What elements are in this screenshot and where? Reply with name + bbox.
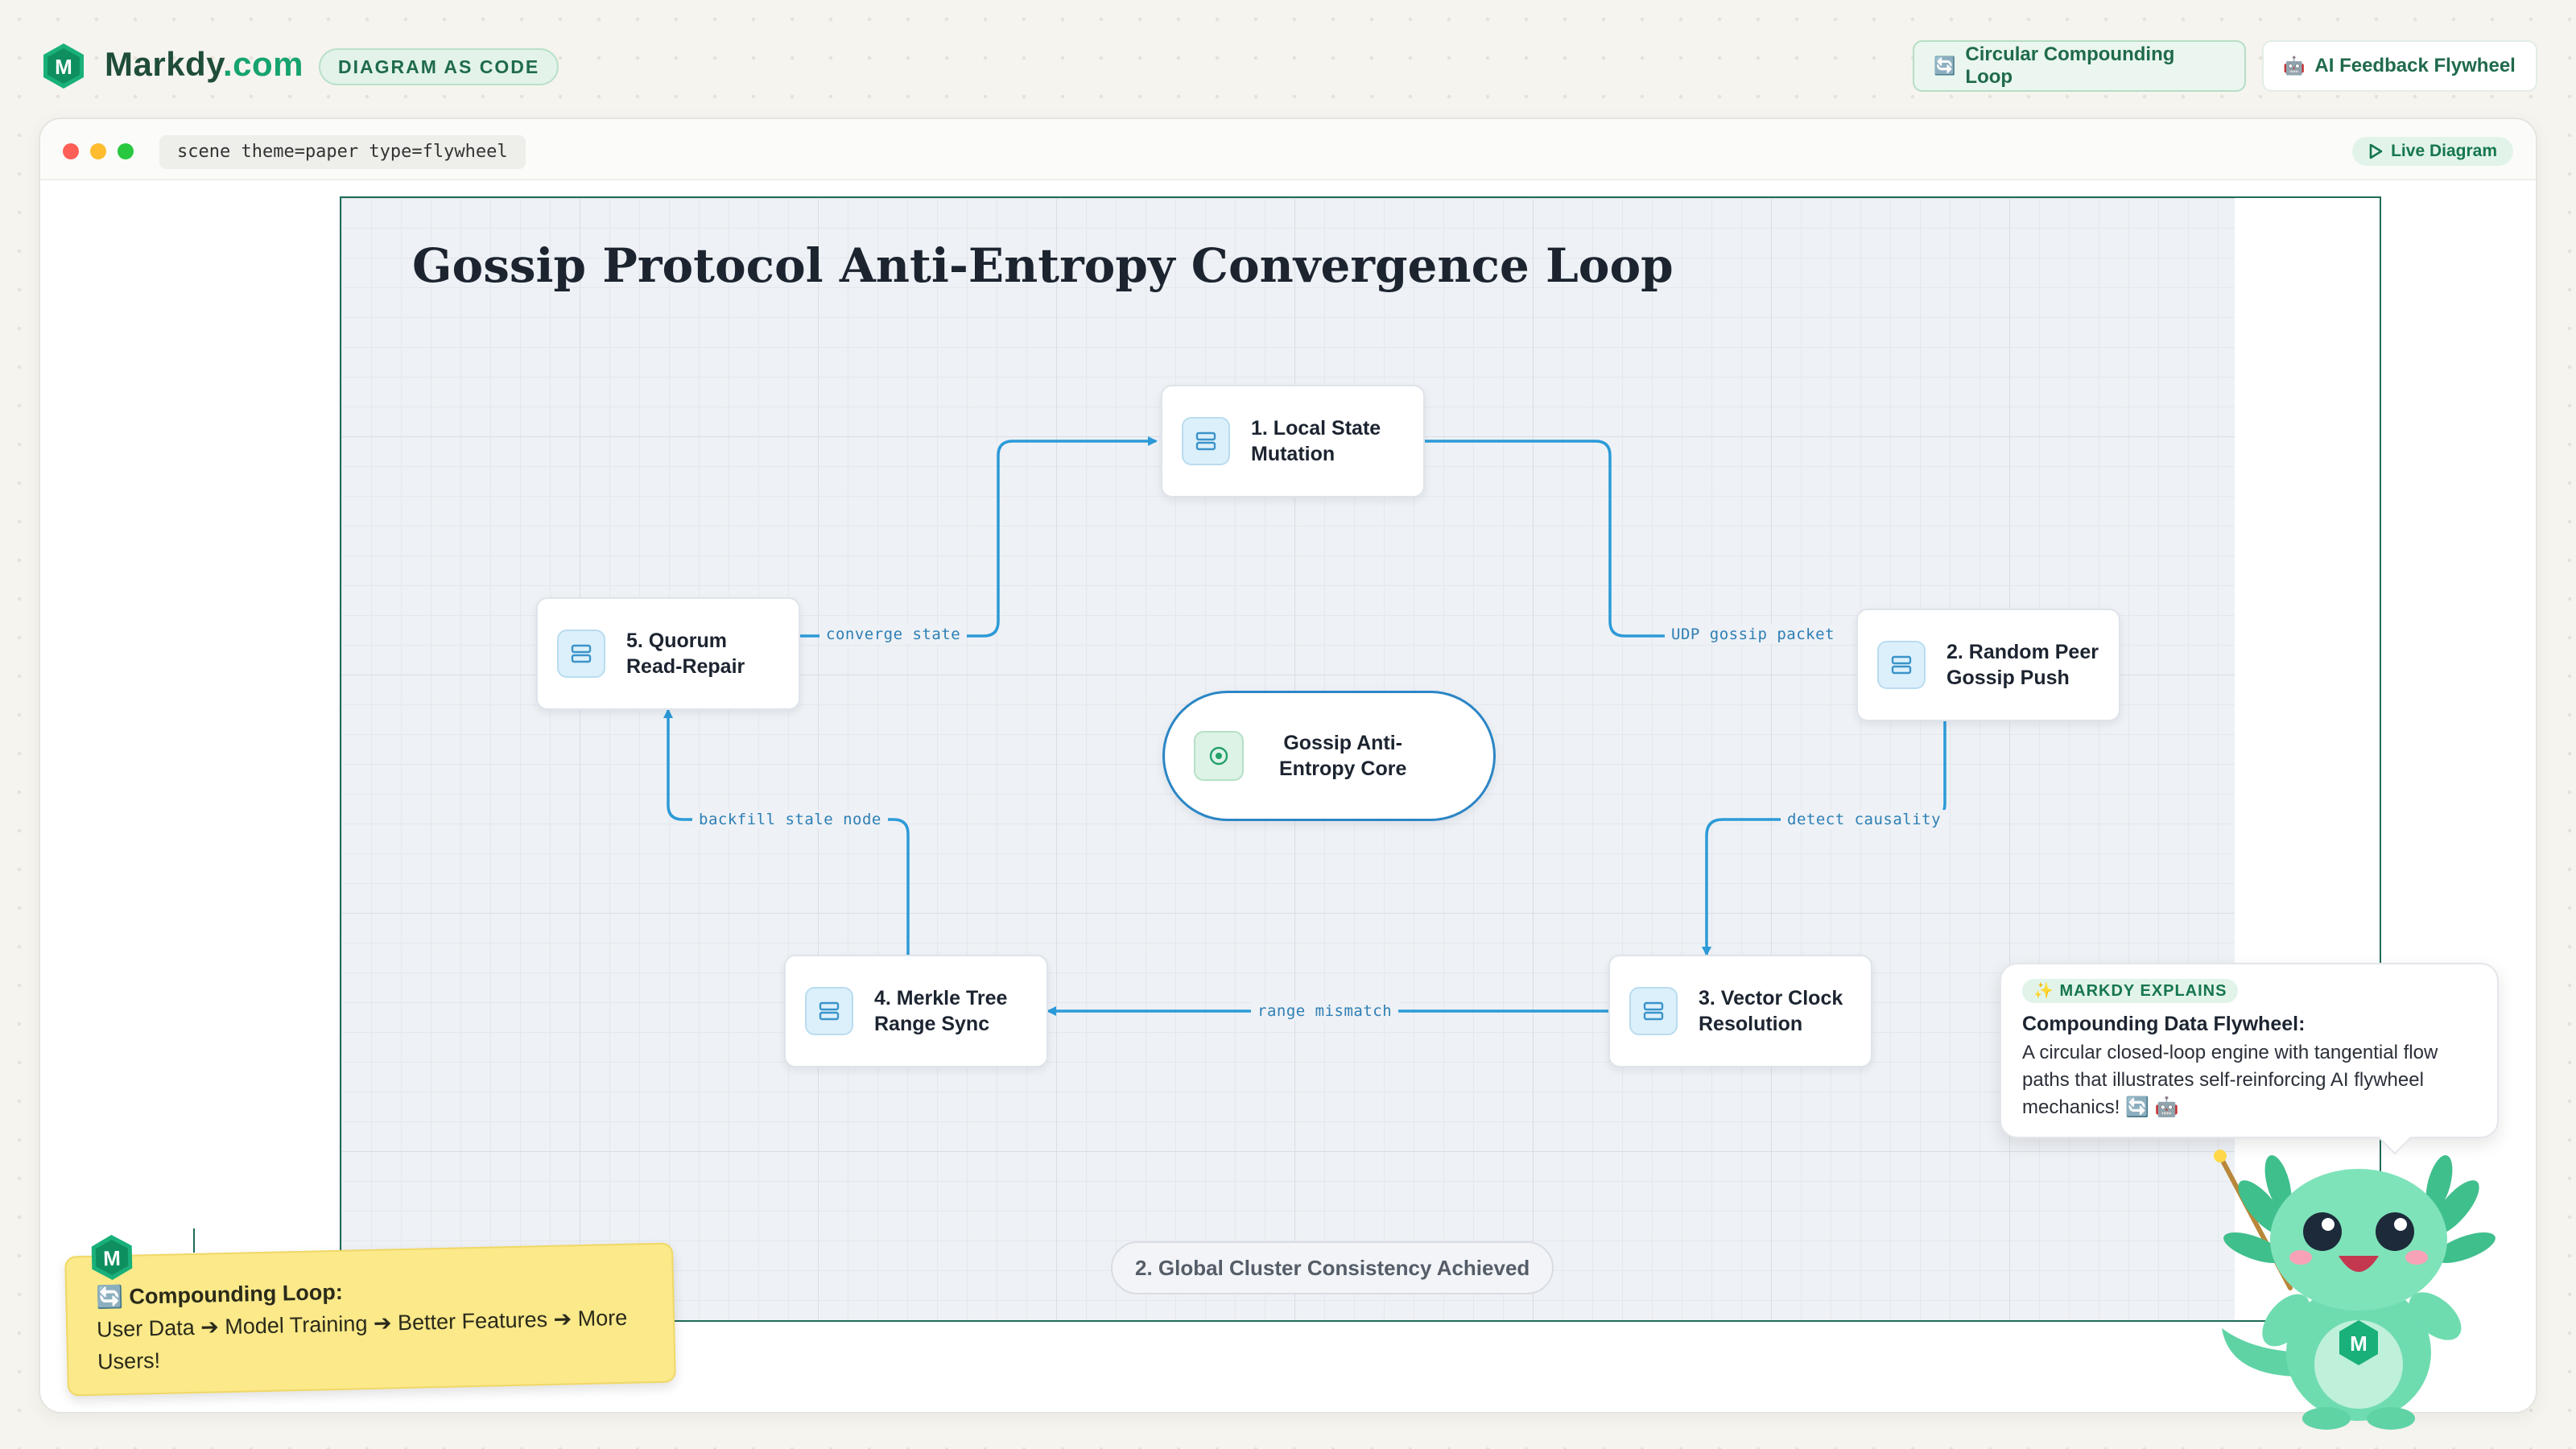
maximize-window-dot[interactable]: [118, 143, 134, 159]
node-label-line1: 5. Quorum: [626, 630, 728, 652]
server-icon: [1629, 987, 1678, 1035]
edge-4-to-5: [663, 708, 910, 958]
svg-text:M: M: [2350, 1331, 2368, 1356]
edge-label-converge-state: converge state: [819, 625, 968, 644]
tab-label: Circular Compounding Loop: [1965, 43, 2175, 88]
axolotl-mascot-icon: M: [2214, 1150, 2496, 1430]
sticky-title: Compounding Loop:: [129, 1279, 344, 1309]
loop-icon: 🔄: [95, 1284, 130, 1310]
diagram-as-code-badge: DIAGRAM AS CODE: [319, 48, 559, 85]
server-icon: [1182, 417, 1230, 465]
tab-label: AI Feedback Flywheel: [2314, 55, 2516, 76]
markdy-explains-tag-text: MARKDY EXPLAINS: [2059, 982, 2227, 1000]
node-label-line1: 3. Vector Clock: [1699, 987, 1843, 1009]
node-label-line2: Gossip Push: [1946, 667, 2070, 689]
node-label-line2: Resolution: [1699, 1013, 1803, 1035]
edge-label-range-mismatch: range mismatch: [1251, 1001, 1399, 1021]
sticky-body: User Data ➔ Model Training ➔ Better Feat…: [96, 1305, 628, 1374]
node-label-line1: 2. Random Peer: [1946, 641, 2099, 663]
consistency-footer-pill: 2. Global Cluster Consistency Achieved: [1111, 1241, 1554, 1294]
close-window-dot[interactable]: [63, 143, 79, 159]
loop-icon: 🔄: [1934, 56, 1956, 76]
node-label-line2: Read-Repair: [626, 655, 745, 678]
edge-label-detect-causality: detect causality: [1781, 810, 1948, 829]
brand-tld: .com: [222, 45, 303, 83]
sticky-connector: [193, 1228, 195, 1253]
svg-text:M: M: [55, 55, 72, 79]
edge-5-to-1: [797, 436, 1158, 638]
brand-name-text: Markdy: [105, 45, 223, 83]
target-icon: [1194, 731, 1244, 781]
node-label-line2: Range Sync: [874, 1013, 990, 1035]
play-icon: [2369, 143, 2383, 159]
sparkle-icon: ✨: [2033, 982, 2060, 1000]
live-diagram-button[interactable]: Live Diagram: [2352, 137, 2513, 166]
node-label-line1: 4. Merkle Tree: [874, 987, 1008, 1009]
edge-label-udp-gossip-packet: UDP gossip packet: [1665, 625, 1841, 644]
live-diagram-label: Live Diagram: [2391, 142, 2497, 160]
diagram-canvas: Gossip Protocol Anti-Entropy Convergence…: [340, 196, 2381, 1322]
svg-text:M: M: [103, 1246, 121, 1270]
markdy-logo: M: [91, 1235, 133, 1280]
core-label-line2: Entropy Core: [1279, 758, 1407, 780]
diagram-title: Gossip Protocol Anti-Entropy Convergence…: [412, 238, 1674, 293]
node-label-line1: 1. Local State: [1251, 417, 1381, 440]
server-icon: [557, 630, 605, 678]
core-label-line1: Gossip Anti-: [1283, 732, 1403, 754]
sticky-note: 🔄 Compounding Loop: User Data ➔ Model Tr…: [64, 1242, 676, 1397]
scene-code-chip: scene theme=paper type=flywheel: [159, 135, 526, 169]
robot-icon: 🤖: [2283, 56, 2306, 76]
bubble-body: A circular closed-loop engine with tange…: [2022, 1042, 2438, 1118]
tab-ai-feedback-flywheel[interactable]: 🤖 AI Feedback Flywheel: [2262, 40, 2537, 92]
gossip-anti-entropy-core[interactable]: Gossip Anti- Entropy Core: [1162, 691, 1496, 821]
window-titlebar: scene theme=paper type=flywheel Live Dia…: [40, 119, 2536, 180]
tab-circular-compounding-loop[interactable]: 🔄 Circular Compounding Loop: [1913, 40, 2246, 92]
server-icon: [1877, 641, 1926, 689]
server-icon: [805, 987, 853, 1035]
node-label-line2: Mutation: [1251, 443, 1335, 465]
brand-name[interactable]: Markdy.com: [105, 45, 303, 84]
edge-1-to-2: [1425, 440, 1823, 641]
markdy-explains-tag: ✨ MARKDY EXPLAINS: [2022, 979, 2239, 1003]
markdy-explains-bubble: ✨ MARKDY EXPLAINS Compounding Data Flywh…: [2000, 963, 2499, 1138]
edge-label-backfill-stale-node: backfill stale node: [692, 810, 888, 829]
markdy-logo: M: [43, 43, 84, 89]
bubble-title: Compounding Data Flywheel:: [2022, 1013, 2306, 1035]
diagram-window: scene theme=paper type=flywheel Live Dia…: [39, 118, 2537, 1414]
minimize-window-dot[interactable]: [90, 143, 106, 159]
